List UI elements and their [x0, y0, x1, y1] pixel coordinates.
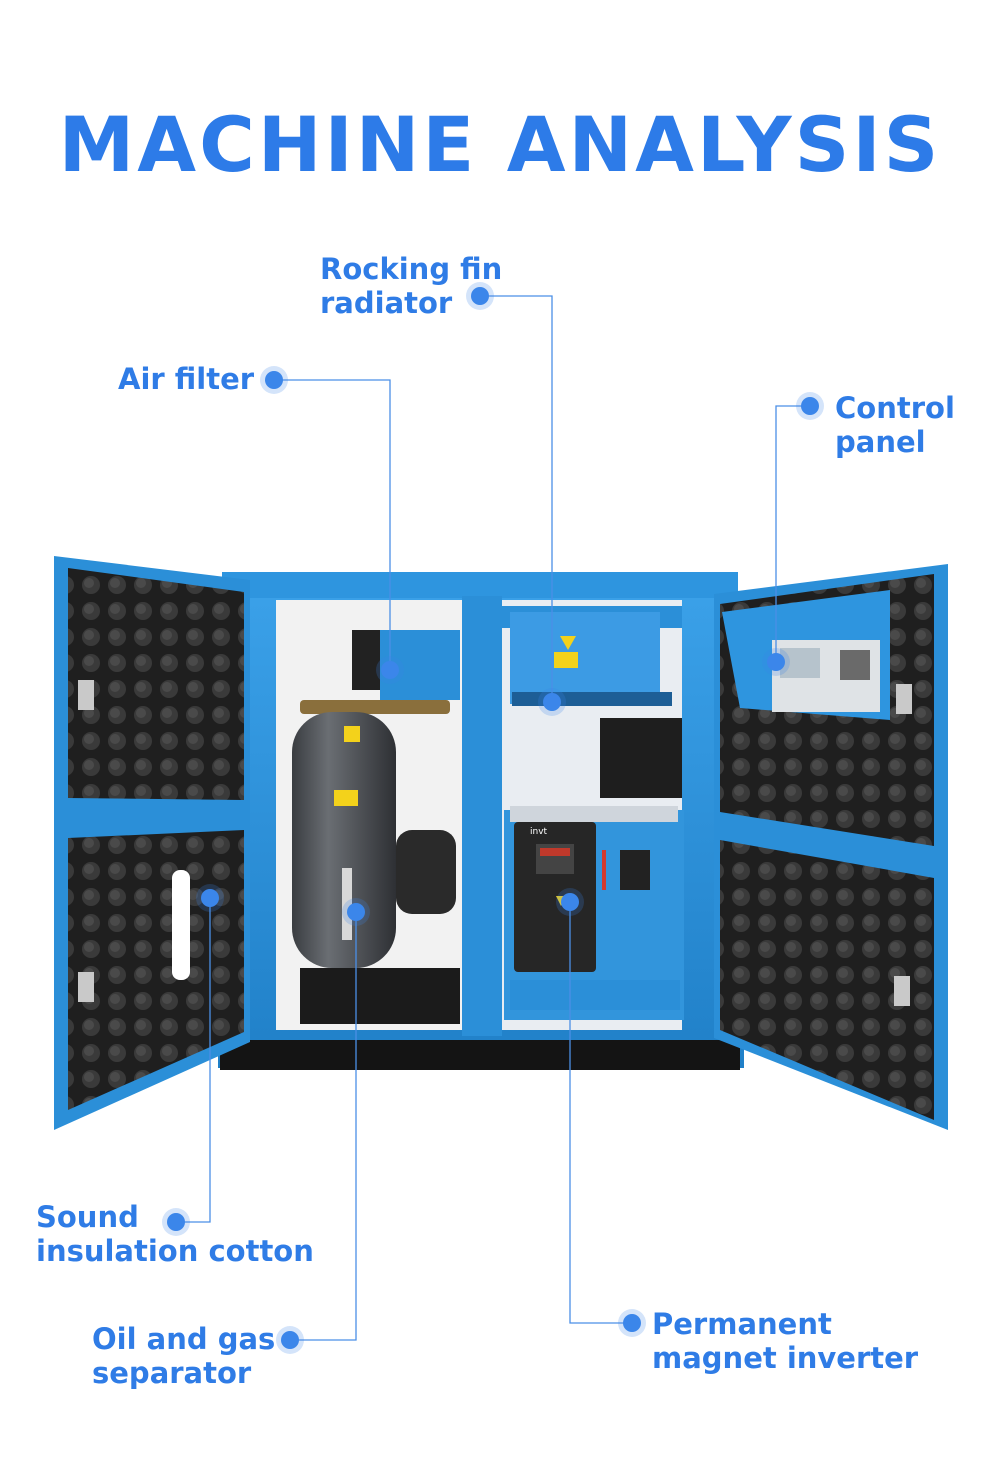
air-filter-dot	[265, 371, 283, 389]
inverter-unit: invt	[504, 806, 684, 1020]
label-line: Air filter	[118, 362, 255, 396]
label-line: Sound	[36, 1200, 139, 1234]
label-line: panel	[835, 425, 926, 459]
label-line: insulation cotton	[36, 1234, 314, 1268]
label-line: magnet inverter	[652, 1341, 919, 1375]
leader-inverter	[569, 902, 632, 1324]
sound-insulation-target-dot	[201, 889, 219, 907]
leader-sound-insulation	[176, 898, 211, 1223]
leader-air-filter	[274, 379, 391, 670]
label-line: Control	[835, 391, 955, 425]
right-door	[714, 564, 948, 1130]
air-filter-target-dot	[381, 661, 399, 679]
label-rocking-fin-radiator: Rocking fin radiator	[320, 252, 502, 320]
separator-dot	[281, 1331, 299, 1349]
label-line: separator	[92, 1356, 252, 1390]
left-door	[54, 556, 250, 1130]
label-line: Oil and gas	[92, 1322, 276, 1356]
label-line: Rocking fin	[320, 252, 503, 286]
leader-separator	[290, 912, 357, 1341]
label-control-panel: Control panel	[835, 391, 955, 459]
page-title: MACHINE ANALYSIS	[58, 100, 942, 189]
label-air-filter: Air filter	[118, 362, 254, 396]
label-oil-gas-separator: Oil and gas separator	[92, 1322, 275, 1390]
control-panel-target-dot	[767, 653, 785, 671]
radiator-dot	[471, 287, 489, 305]
separator-target-dot	[347, 903, 365, 921]
inverter-dot	[623, 1314, 641, 1332]
inverter-target-dot	[561, 893, 579, 911]
label-line: radiator	[320, 286, 453, 320]
leader-radiator	[480, 295, 553, 702]
radiator-target-dot	[543, 693, 561, 711]
label-permanent-magnet-inverter: Permanent magnet inverter	[652, 1307, 918, 1375]
leader-lines	[176, 295, 810, 1341]
inverter-brand: invt	[530, 827, 548, 837]
control-panel-dot	[801, 397, 819, 415]
separator-tank	[292, 630, 460, 1024]
label-sound-insulation-cotton: Sound insulation cotton	[36, 1200, 314, 1268]
label-line: Permanent	[652, 1307, 832, 1341]
sound-insulation-dot	[167, 1213, 185, 1231]
leader-control-panel	[775, 405, 810, 662]
